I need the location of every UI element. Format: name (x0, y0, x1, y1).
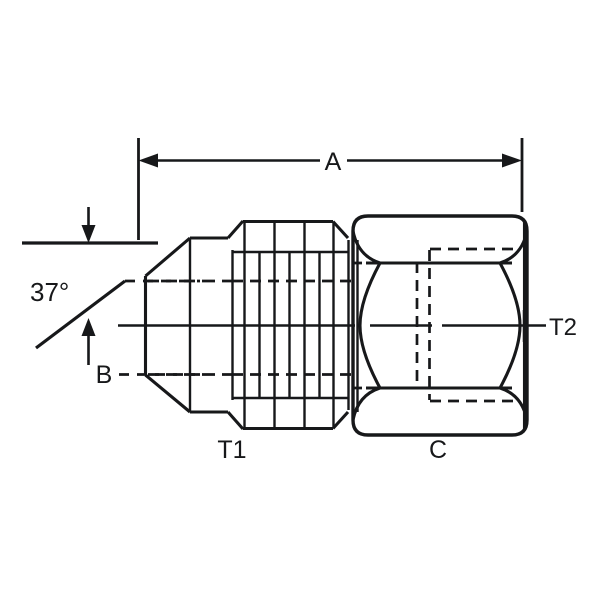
label-t1-tube-thread: T1 (217, 436, 246, 464)
dimension-a-right-arrowhead (502, 153, 522, 168)
threaded-body-group (226, 219, 352, 431)
dimension-b-bottom-arrowhead (81, 318, 96, 336)
label-c-hex-across-flats: C (429, 436, 447, 464)
flare-cone-lower-taper (144, 373, 191, 414)
dimension-b-label: B (96, 361, 113, 389)
dimension-a-group: A (137, 138, 524, 240)
flare-cone-group (143, 236, 204, 414)
thread-left-chamfer-bottom (226, 410, 245, 431)
thread-right-chamfer-top (331, 220, 350, 240)
dimension-a-label: A (325, 148, 342, 176)
flare-cone-upper-taper (144, 236, 192, 278)
shank-group (188, 236, 232, 414)
hex-nut-right-flank-curve (498, 262, 522, 389)
angle-callout-group: 37° (30, 277, 200, 350)
hex-nut-left-flank-curve (358, 262, 382, 389)
hex-nut-left-bottom-chamfer-arc (351, 386, 381, 421)
angle-leader-line (35, 279, 126, 350)
callout-labels-group: T1 C T2 (217, 314, 577, 464)
dimension-a-left-arrowhead (138, 153, 158, 168)
label-t2-nut-thread: T2 (549, 314, 577, 341)
angle-label-37-degrees: 37° (30, 277, 69, 307)
thread-left-chamfer-top (226, 219, 245, 240)
dimension-b-group: B (22, 207, 200, 389)
thread-right-chamfer-bottom (331, 410, 350, 430)
dimension-b-top-arrowhead (81, 225, 96, 243)
hex-nut-left-top-chamfer-arc (351, 230, 381, 265)
hex-nut-group (351, 214, 529, 437)
